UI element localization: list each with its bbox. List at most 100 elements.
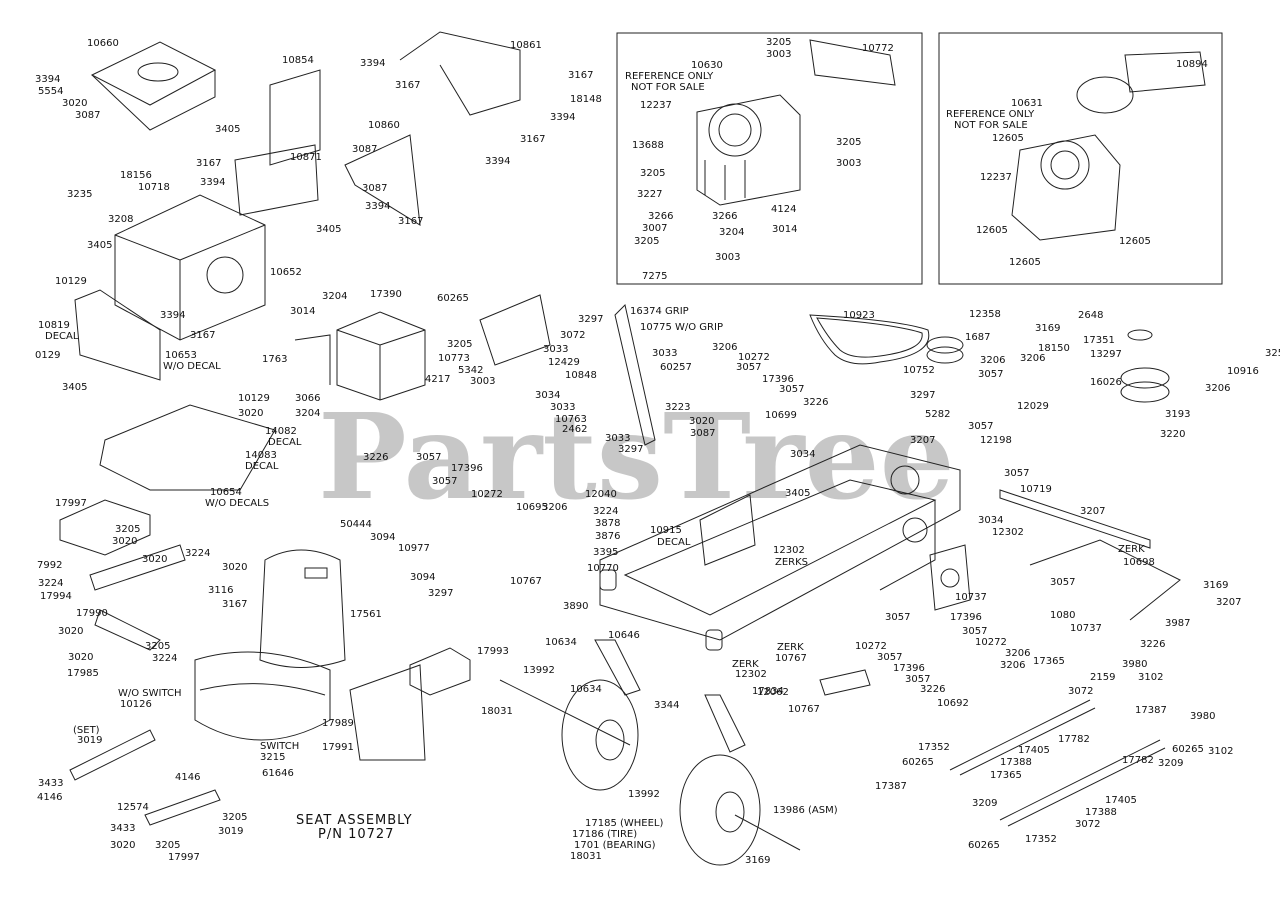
part-label: 12062 [757, 687, 789, 698]
part-label: 17782 [1122, 755, 1154, 766]
part-label: 3057 [978, 369, 1003, 380]
part-label: 17989 [322, 718, 354, 729]
part-label: 3266 [712, 211, 737, 222]
part-label: 17396 [762, 374, 794, 385]
part-label: 10923 [843, 310, 875, 321]
part-label: 12302 [992, 527, 1024, 538]
part-label: 3019 [218, 826, 243, 837]
part-label: 3206 [1020, 353, 1045, 364]
part-label: 17387 [875, 781, 907, 792]
part-label: 10653 [165, 350, 197, 361]
part-label: 10767 [510, 576, 542, 587]
part-label: 1763 [262, 354, 287, 365]
part-label: 3394 [160, 310, 185, 321]
part-label: 17388 [1085, 807, 1117, 818]
part-label: 3405 [316, 224, 341, 235]
part-label: 13986 (ASM) [773, 805, 838, 816]
part-label: 3020 [110, 840, 135, 851]
part-label: 13297 [1090, 349, 1122, 360]
part-label: 17351 [1083, 335, 1115, 346]
part-label: 4217 [425, 374, 450, 385]
part-label: 3167 [395, 80, 420, 91]
part-label: 18031 [570, 851, 602, 862]
part-label: 12302 [735, 669, 767, 680]
part-label: 7275 [642, 271, 667, 282]
part-label: 3266 [648, 211, 673, 222]
part-label: 10272 [855, 641, 887, 652]
part-label: 3207 [1216, 597, 1241, 608]
part-label: 18148 [570, 94, 602, 105]
part-label: 3876 [595, 531, 620, 542]
part-label: 3209 [972, 798, 997, 809]
part-label: ZERK [1118, 544, 1145, 555]
part-label: 3014 [290, 306, 315, 317]
part-label: 10763 [555, 414, 587, 425]
part-label: 3003 [715, 252, 740, 263]
part-label: 3169 [745, 855, 770, 866]
part-label: 3224 [185, 548, 210, 559]
part-label: 17365 [990, 770, 1022, 781]
part-label: 3169 [1203, 580, 1228, 591]
part-label: 3394 [200, 177, 225, 188]
part-label: 3215 [260, 752, 285, 763]
part-label: 4146 [37, 792, 62, 803]
part-label: 3394 [35, 74, 60, 85]
part-label: 60265 [437, 293, 469, 304]
part-label: 3204 [322, 291, 347, 302]
engine-right-part: 10631 [1011, 98, 1043, 109]
part-label: 10698 [1123, 557, 1155, 568]
part-label: 12429 [548, 357, 580, 368]
part-label: 3020 [62, 98, 87, 109]
part-label: 10860 [368, 120, 400, 131]
part-label: 10775 W/O GRIP [640, 322, 723, 333]
part-label: 3020 [238, 408, 263, 419]
part-label: 3020 [689, 416, 714, 427]
part-label: 3224 [152, 653, 177, 664]
part-label: 10660 [87, 38, 119, 49]
part-label: 17352 [918, 742, 950, 753]
part-label: 3206 [542, 502, 567, 513]
part-label: 13992 [628, 789, 660, 800]
part-label: 17993 [477, 646, 509, 657]
part-drawings [59, 31, 1181, 866]
part-label: 13992 [523, 665, 555, 676]
part-label: 3057 [736, 362, 761, 373]
part-label: ZERK [777, 642, 804, 653]
part-label: 3223 [665, 402, 690, 413]
part-label: 3020 [68, 652, 93, 663]
part-label: 60265 [902, 757, 934, 768]
part-label: 60265 [968, 840, 1000, 851]
part-label: 10871 [290, 152, 322, 163]
part-label: 14082 [265, 426, 297, 437]
part-label: 12605 [1119, 236, 1151, 247]
engine-right-caption: 10631 REFERENCE ONLY NOT FOR SALE [946, 98, 1043, 131]
part-label: 3224 [593, 506, 618, 517]
part-label: 3020 [142, 554, 167, 565]
part-label: 3205 [222, 812, 247, 823]
part-label: 17782 [1058, 734, 1090, 745]
part-label: 10894 [1176, 59, 1208, 70]
part-label: 3205 [766, 37, 791, 48]
part-label: 3057 [416, 452, 441, 463]
part-label: 3206 [712, 342, 737, 353]
part-label: 3433 [110, 823, 135, 834]
part-label: 3034 [978, 515, 1003, 526]
part-label: W/O DECAL [163, 361, 221, 372]
part-label: 3057 [968, 421, 993, 432]
part-label: 17834 [752, 686, 784, 697]
part-label: 12302 [773, 545, 805, 556]
part-label: 3033 [543, 344, 568, 355]
part-label: 3003 [470, 376, 495, 387]
part-label: 3057 [779, 384, 804, 395]
part-label: 3980 [1122, 659, 1147, 670]
part-label: 14083 [245, 450, 277, 461]
part-label: 3878 [595, 518, 620, 529]
engine-left-line-2: NOT FOR SALE [631, 82, 705, 93]
part-label: 17405 [1105, 795, 1137, 806]
part-label: 10737 [1070, 623, 1102, 634]
part-label: 17352 [1025, 834, 1057, 845]
engine-left-part: 10630 [691, 60, 723, 71]
part-label: 17390 [370, 289, 402, 300]
part-label: 17997 [55, 498, 87, 509]
